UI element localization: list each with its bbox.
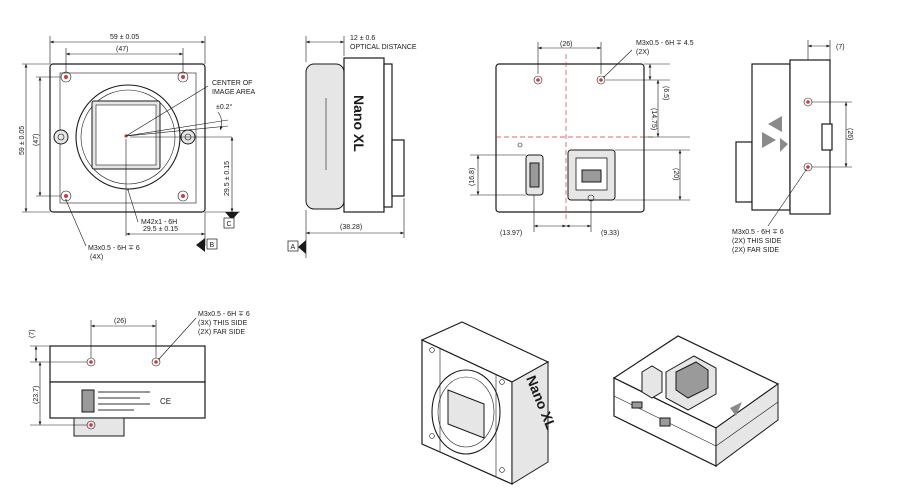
bottom-hole-callout-2: (3X) THIS SIDE xyxy=(198,320,248,327)
right-top-dim: (7) xyxy=(836,44,845,51)
optical-distance-value: 12 ± 0.6 xyxy=(350,35,375,42)
back-dim-13-97: (13.97) xyxy=(500,230,522,237)
side-connector xyxy=(391,139,405,197)
isometric-rear-view xyxy=(612,335,780,467)
center-of-label-2: IMAGE AREA xyxy=(212,89,256,96)
optical-distance-label: OPTICAL DISTANCE xyxy=(350,44,417,51)
back-view xyxy=(470,42,690,232)
datum-b-label: B xyxy=(210,242,215,249)
bottom-hole-callout-3: (2X) FAR SIDE xyxy=(198,329,245,336)
side-depth-label: (38.28) xyxy=(340,224,362,231)
back-dim-6-5: (6.5) xyxy=(662,86,669,100)
lens-mount-label: M42x1 - 6H xyxy=(141,219,177,226)
bottom-body-lower xyxy=(49,381,206,419)
side-body xyxy=(343,57,385,213)
bottom-view xyxy=(30,317,206,437)
front-width-label: 59 ± 0.05 xyxy=(110,34,139,41)
back-hole-spacing-label: (26) xyxy=(560,41,572,48)
back-dim-14-75: (14.75) xyxy=(650,108,657,130)
product-label-qr xyxy=(81,389,150,413)
ce-mark: CE xyxy=(160,397,171,406)
iso-side-face xyxy=(511,361,549,485)
front-hole-callout-2: (4X) xyxy=(90,254,103,261)
right-hole-callout-3: (2X) FAR SIDE xyxy=(732,247,779,254)
front-hole-vspacing-label: (47) xyxy=(33,134,40,146)
vertical-center-dim: 29.5 ± 0.15 xyxy=(224,161,231,196)
center-of-label-1: CENTER OF xyxy=(212,80,252,87)
back-dim-16-8: (16.8) xyxy=(469,168,476,186)
horizontal-center-dim: 29.5 ± 0.15 xyxy=(143,226,178,233)
back-hole-callout-2: (2X) xyxy=(636,49,649,56)
right-side-view xyxy=(735,40,852,227)
back-dim-20: (20) xyxy=(672,168,679,180)
iso-ethernet-port xyxy=(665,355,717,411)
bottom-hole-spacing: (26) xyxy=(114,318,126,325)
back-dim-9-33: (9.33) xyxy=(601,230,619,237)
bottom-connector xyxy=(73,417,125,437)
teledyne-logo-icon xyxy=(762,116,788,152)
right-hole-callout-1: M3x0.5 - 6H ∓ 6 xyxy=(732,229,784,236)
front-hole-spacing-label: (47) xyxy=(116,46,128,53)
back-hole-callout-1: M3x0.5 - 6H ∓ 4.5 xyxy=(636,40,694,47)
front-view xyxy=(22,36,240,252)
datum-c-label: C xyxy=(227,221,232,228)
right-hole-spacing: (26) xyxy=(846,128,853,140)
side-brand-label: Nano XL xyxy=(351,95,367,152)
bottom-height-dim: (23.7) xyxy=(33,386,40,404)
datum-a-label: A xyxy=(291,244,296,251)
right-hole-callout-2: (2X) THIS SIDE xyxy=(732,238,782,245)
bottom-top-dim: (7) xyxy=(29,329,36,338)
bottom-body-top xyxy=(49,345,206,383)
iso-lens-mount xyxy=(431,369,501,455)
angle-tolerance-label: ±0.2° xyxy=(216,103,233,111)
side-view xyxy=(287,36,405,258)
front-height-label: 59 ± 0.05 xyxy=(19,126,26,155)
bottom-hole-callout-1: M3x0.5 - 6H ∓ 6 xyxy=(198,311,250,318)
lens-mount-profile xyxy=(305,63,345,210)
isometric-front-view xyxy=(420,321,550,485)
front-hole-callout-1: M3x0.5 - 6H ∓ 6 xyxy=(88,245,140,252)
